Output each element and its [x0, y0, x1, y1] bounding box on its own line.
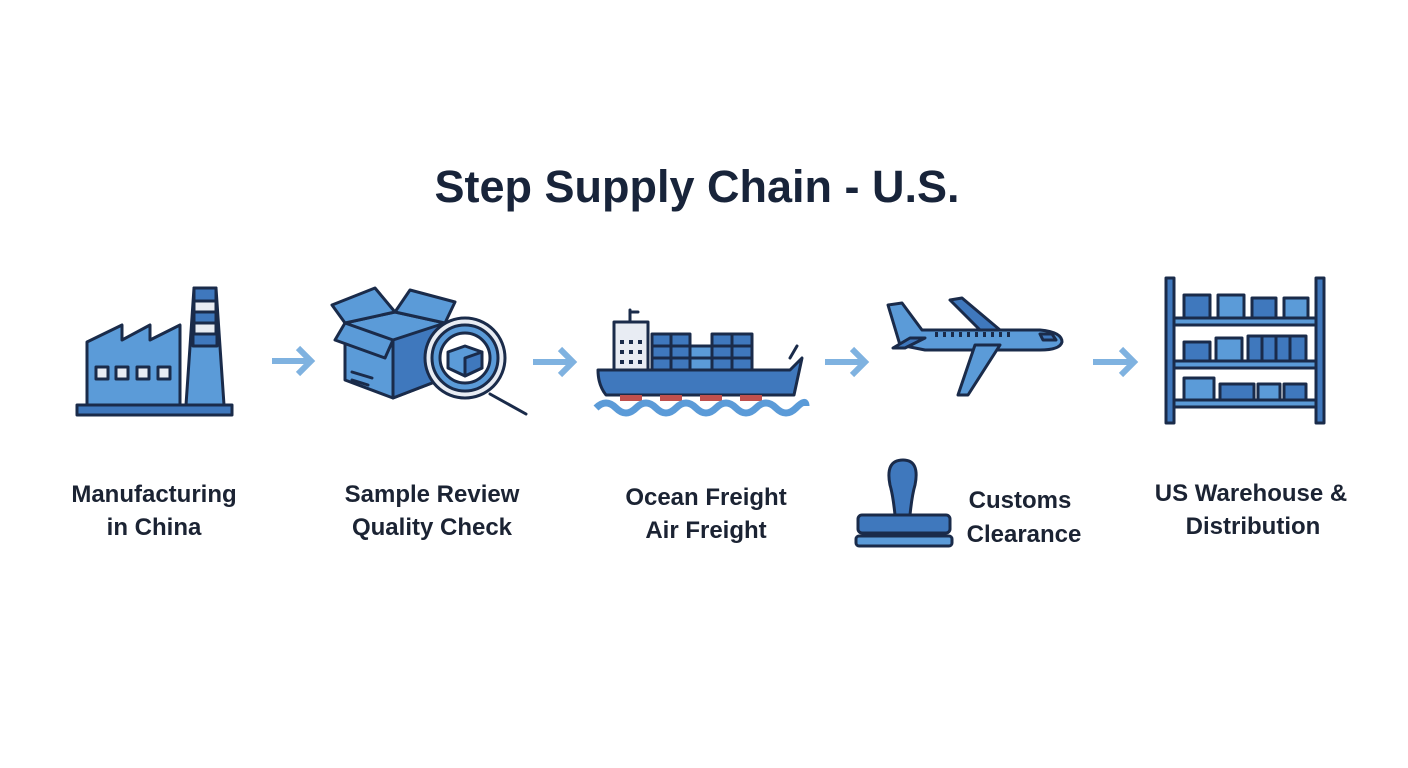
label-line: Quality Check [352, 514, 513, 541]
step-label-freight: Ocean Freight Air Freight [625, 484, 786, 544]
step-label-sample-review: Sample Review Quality Check [345, 481, 520, 541]
label-line: Ocean Freight [625, 484, 786, 511]
label-line: Manufacturing [71, 481, 236, 508]
label-line: Customs [969, 487, 1072, 514]
label-line: in China [107, 514, 202, 541]
step-label-customs: Customs Clearance [967, 487, 1082, 548]
box-magnifier-icon [330, 286, 528, 416]
diagram-title: Step Supply Chain - U.S. [434, 161, 959, 212]
arrow-right-icon [272, 345, 1139, 378]
cargo-ship-icon [593, 308, 810, 417]
warehouse-shelf-icon [1164, 276, 1326, 425]
step-label-warehouse: US Warehouse & Distribution [1155, 480, 1347, 540]
stamp-icon [854, 458, 954, 548]
label-line: US Warehouse & [1155, 480, 1347, 507]
label-line: Distribution [1186, 513, 1321, 540]
airplane-icon [886, 296, 1064, 397]
label-line: Air Freight [645, 517, 766, 544]
factory-icon [75, 286, 234, 417]
label-line: Clearance [967, 521, 1082, 548]
step-label-manufacturing: Manufacturing in China [71, 481, 236, 541]
label-line: Sample Review [345, 481, 520, 508]
